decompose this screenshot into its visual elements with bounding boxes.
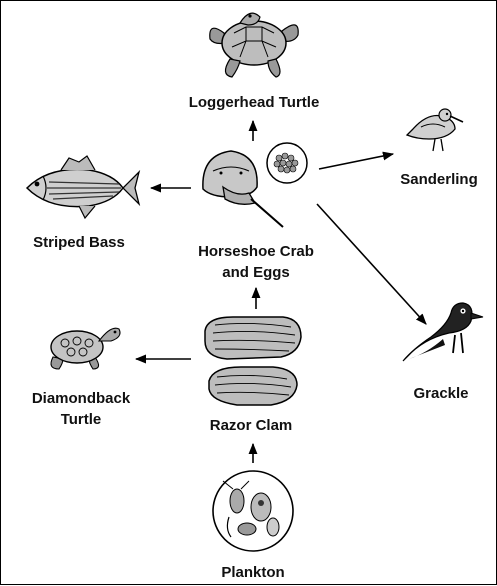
grackle-label: Grackle xyxy=(413,385,468,402)
horseshoe-crab-eggs-icon xyxy=(267,143,307,183)
sanderling-label: Sanderling xyxy=(400,171,478,188)
horseshoe-crab-label-line1: Horseshoe Crab xyxy=(198,243,314,260)
loggerhead-turtle-icon xyxy=(210,13,298,77)
sanderling-bird-icon xyxy=(407,109,463,151)
diamondback-turtle-icon xyxy=(51,328,120,369)
diamondback-turtle-label-line2: Turtle xyxy=(61,411,102,428)
horseshoe-crab-label-line2: and Eggs xyxy=(222,264,290,281)
plankton-icon xyxy=(213,471,293,551)
striped-bass-fish-icon xyxy=(27,156,139,218)
arrow-horseshoe-crab-to-sanderling xyxy=(319,154,393,169)
loggerhead-turtle-label: Loggerhead Turtle xyxy=(189,94,320,111)
razor-clam-icon xyxy=(205,317,301,405)
razor-clam-label: Razor Clam xyxy=(210,417,293,434)
plankton-label: Plankton xyxy=(221,564,284,581)
diamondback-turtle-label-line1: Diamondback xyxy=(32,390,131,407)
striped-bass-label: Striped Bass xyxy=(33,234,125,251)
arrow-horseshoe-crab-to-grackle xyxy=(317,204,426,324)
